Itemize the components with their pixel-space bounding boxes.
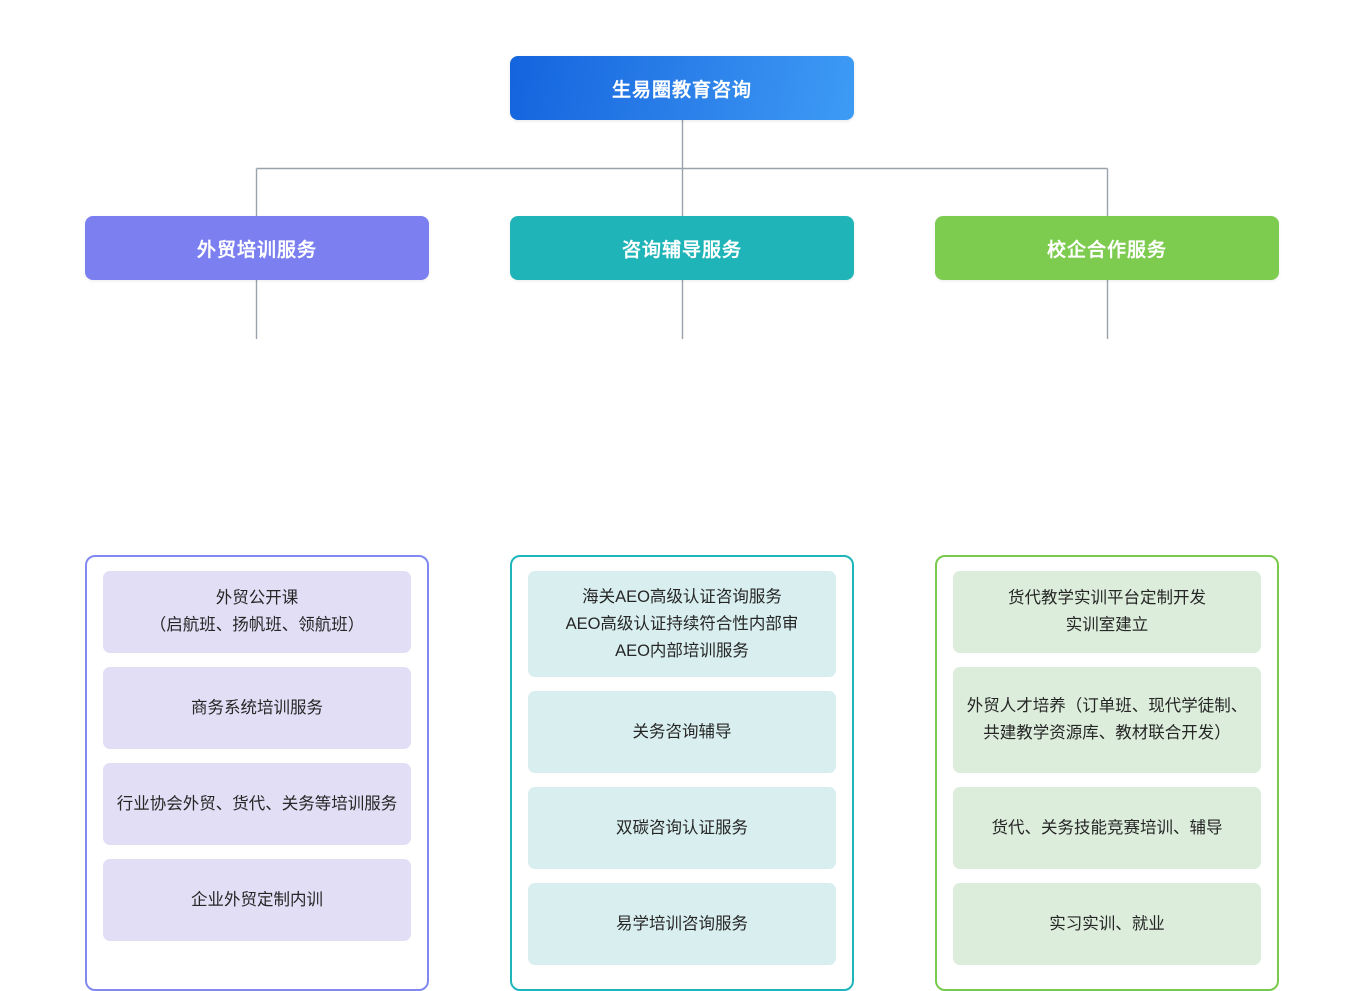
branch-1-item-1-label: 外贸公开课 （启航班、扬帆班、领航班） bbox=[149, 589, 365, 634]
branch-2-item-1[interactable]: 海关AEO高级认证咨询服务 AEO高级认证持续符合性内部审 AEO内部培训服务 bbox=[528, 571, 836, 677]
branch-3-item-2[interactable]: 外贸人才培养（订单班、现代学徒制、共建教学资源库、教材联合开发） bbox=[953, 667, 1261, 773]
org-chart: 生易圈教育咨询 外贸培训服务 外贸公开课 （启航班、扬帆班、领航班） 商务系统培… bbox=[85, 56, 1279, 991]
branch-3-item-3[interactable]: 货代、关务技能竞赛培训、辅导 bbox=[953, 787, 1261, 869]
branch-1-item-4-label: 企业外贸定制内训 bbox=[191, 890, 323, 909]
branch-3-item-1-label: 货代教学实训平台定制开发 实训室建立 bbox=[1008, 589, 1206, 634]
branch-items-box-3: 货代教学实训平台定制开发 实训室建立 外贸人才培养（订单班、现代学徒制、共建教学… bbox=[935, 555, 1279, 991]
branch-2-item-4[interactable]: 易学培训咨询服务 bbox=[528, 883, 836, 965]
branch-2-item-4-label: 易学培训咨询服务 bbox=[616, 914, 748, 933]
branch-items-box-2: 海关AEO高级认证咨询服务 AEO高级认证持续符合性内部审 AEO内部培训服务 … bbox=[510, 555, 854, 991]
branch-column-1: 外贸培训服务 外贸公开课 （启航班、扬帆班、领航班） 商务系统培训服务 行业协会… bbox=[85, 216, 429, 991]
branch-3-item-4[interactable]: 实习实训、就业 bbox=[953, 883, 1261, 965]
branch-header-1[interactable]: 外贸培训服务 bbox=[85, 216, 429, 280]
branch-header-2-label: 咨询辅导服务 bbox=[621, 239, 742, 261]
branch-3-item-2-label: 外贸人才培养（订单班、现代学徒制、共建教学资源库、教材联合开发） bbox=[966, 697, 1248, 742]
branch-column-2: 咨询辅导服务 海关AEO高级认证咨询服务 AEO高级认证持续符合性内部审 AEO… bbox=[510, 216, 854, 991]
root-node-label: 生易圈教育咨询 bbox=[611, 79, 752, 101]
branch-2-item-3-label: 双碳咨询认证服务 bbox=[616, 818, 748, 837]
branch-header-3[interactable]: 校企合作服务 bbox=[935, 216, 1279, 280]
branch-3-item-1[interactable]: 货代教学实训平台定制开发 实训室建立 bbox=[953, 571, 1261, 653]
root-node[interactable]: 生易圈教育咨询 bbox=[510, 56, 854, 120]
branch-1-item-2-label: 商务系统培训服务 bbox=[191, 698, 323, 717]
branch-3-item-4-label: 实习实训、就业 bbox=[1049, 914, 1165, 933]
branch-2-item-1-label: 海关AEO高级认证咨询服务 AEO高级认证持续符合性内部审 AEO内部培训服务 bbox=[565, 587, 799, 660]
branch-header-3-label: 校企合作服务 bbox=[1046, 239, 1167, 261]
branch-1-item-2[interactable]: 商务系统培训服务 bbox=[103, 667, 411, 749]
branch-header-1-label: 外贸培训服务 bbox=[196, 239, 317, 261]
branch-header-2[interactable]: 咨询辅导服务 bbox=[510, 216, 854, 280]
branch-1-item-4[interactable]: 企业外贸定制内训 bbox=[103, 859, 411, 941]
branch-2-item-2-label: 关务咨询辅导 bbox=[632, 722, 732, 741]
branch-2-item-3[interactable]: 双碳咨询认证服务 bbox=[528, 787, 836, 869]
branch-1-item-3[interactable]: 行业协会外贸、货代、关务等培训服务 bbox=[103, 763, 411, 845]
branch-1-item-3-label: 行业协会外贸、货代、关务等培训服务 bbox=[116, 794, 398, 813]
branch-1-item-1[interactable]: 外贸公开课 （启航班、扬帆班、领航班） bbox=[103, 571, 411, 653]
branch-3-item-3-label: 货代、关务技能竞赛培训、辅导 bbox=[991, 818, 1223, 837]
branch-2-item-2[interactable]: 关务咨询辅导 bbox=[528, 691, 836, 773]
branch-column-3: 校企合作服务 货代教学实训平台定制开发 实训室建立 外贸人才培养（订单班、现代学… bbox=[935, 216, 1279, 991]
branch-items-box-1: 外贸公开课 （启航班、扬帆班、领航班） 商务系统培训服务 行业协会外贸、货代、关… bbox=[85, 555, 429, 991]
